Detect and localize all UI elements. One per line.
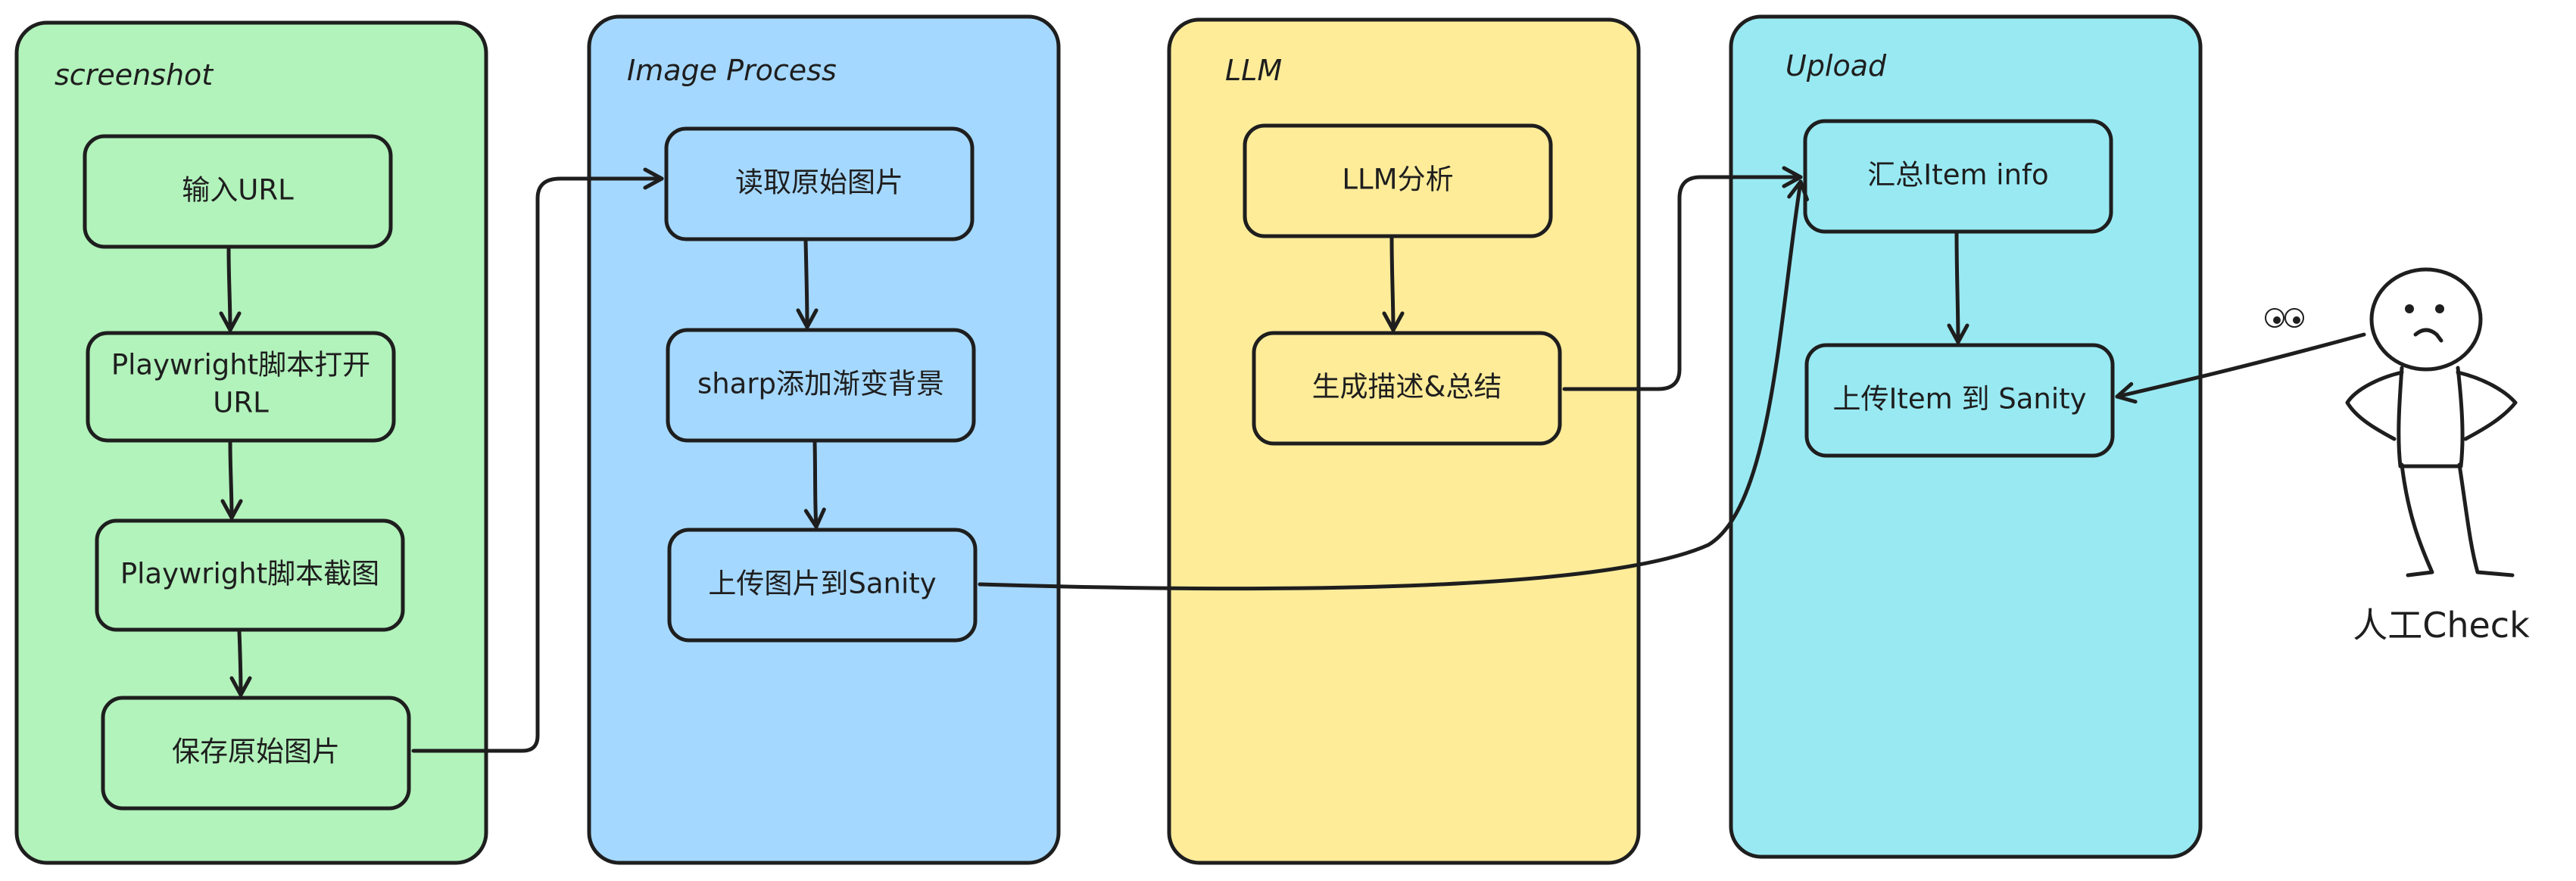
node-upload-image-box (667, 528, 978, 643)
node-input-url: 输入URL (83, 134, 393, 249)
node-read-image: 读取原始图片 (664, 126, 975, 241)
node-capture: Playwright脚本截图 (95, 518, 405, 632)
eyes-icon (2265, 308, 2304, 328)
node-llm-summary: 生成描述&总结 (1252, 331, 1562, 446)
edge-analyze-to-summary (1382, 235, 1405, 332)
node-gradient-box (666, 328, 976, 443)
node-input-url-label: 输入URL (182, 174, 294, 207)
node-capture-label: Playwright脚本截图 (120, 558, 379, 590)
edge-save-to-read (411, 167, 664, 753)
node-gradient-label: sharp添加渐变背景 (697, 368, 944, 400)
node-upload-item-label: 上传Item 到 Sanity (1832, 383, 2086, 416)
node-upload-item: 上传Item 到 Sanity (1804, 343, 2115, 458)
node-llm-summary-label: 生成描述&总结 (1312, 371, 1502, 403)
figure-leg-right (2457, 462, 2515, 577)
lane-upload-title: Upload (1785, 49, 1887, 82)
node-open-url: Playwright脚本打开 URL (86, 331, 396, 443)
lane-image-process-title: Image Process (627, 54, 837, 87)
node-read-image-label: 读取原始图片 (735, 167, 903, 199)
figure-leg-left (2400, 462, 2434, 577)
node-input-url-box (83, 134, 393, 249)
figure-arm-left (2345, 370, 2404, 441)
figure-body (2397, 366, 2465, 469)
node-llm-analyze-box (1243, 123, 1553, 238)
node-collect-info-box (1803, 119, 2113, 234)
node-read-image-box (664, 126, 975, 241)
node-collect-info: 汇总Item info (1803, 119, 2113, 234)
edge-read-to-gradient (796, 238, 819, 329)
figure-head (2369, 267, 2483, 372)
edge-input-to-open (219, 246, 242, 332)
reviewer-label: 人工Check (2353, 605, 2530, 646)
node-upload-image-label: 上传图片到Sanity (708, 568, 936, 600)
node-llm-summary-box (1252, 331, 1562, 446)
edge-summary-to-collect (1562, 166, 1803, 391)
lane-llm-title: LLM (1225, 54, 1282, 87)
node-llm-analyze-label: LLM分析 (1342, 163, 1453, 196)
node-gradient: sharp添加渐变背景 (666, 328, 976, 443)
node-open-url-label-line2: URL (213, 387, 269, 419)
figure-eye-left (2405, 304, 2414, 313)
figure-arm-right (2456, 370, 2518, 441)
node-llm-analyze: LLM分析 (1243, 123, 1553, 238)
node-capture-box (95, 518, 405, 632)
node-collect-info-label: 汇总Item info (1867, 159, 2048, 191)
edge-collect-to-upload-item (1947, 231, 1969, 344)
edge-open-to-capture (220, 440, 243, 520)
edge-capture-to-save (229, 629, 252, 697)
node-upload-image: 上传图片到Sanity (667, 528, 978, 643)
reviewer-figure (2265, 267, 2518, 577)
node-save-box (101, 696, 411, 811)
node-save-label: 保存原始图片 (172, 736, 340, 768)
node-save: 保存原始图片 (101, 696, 411, 811)
edge-upload-image-to-collect (978, 179, 1809, 591)
edge-gradient-to-upload-image (803, 440, 826, 529)
node-open-url-label-line1: Playwright脚本打开 (111, 349, 370, 381)
edge-actor-to-upload-item (2115, 332, 2366, 404)
node-upload-item-box (1804, 343, 2115, 458)
figure-mouth (2413, 328, 2443, 343)
node-open-url-box (86, 331, 396, 443)
lane-screenshot-title: screenshot (55, 58, 214, 92)
figure-eye-right (2435, 304, 2444, 313)
